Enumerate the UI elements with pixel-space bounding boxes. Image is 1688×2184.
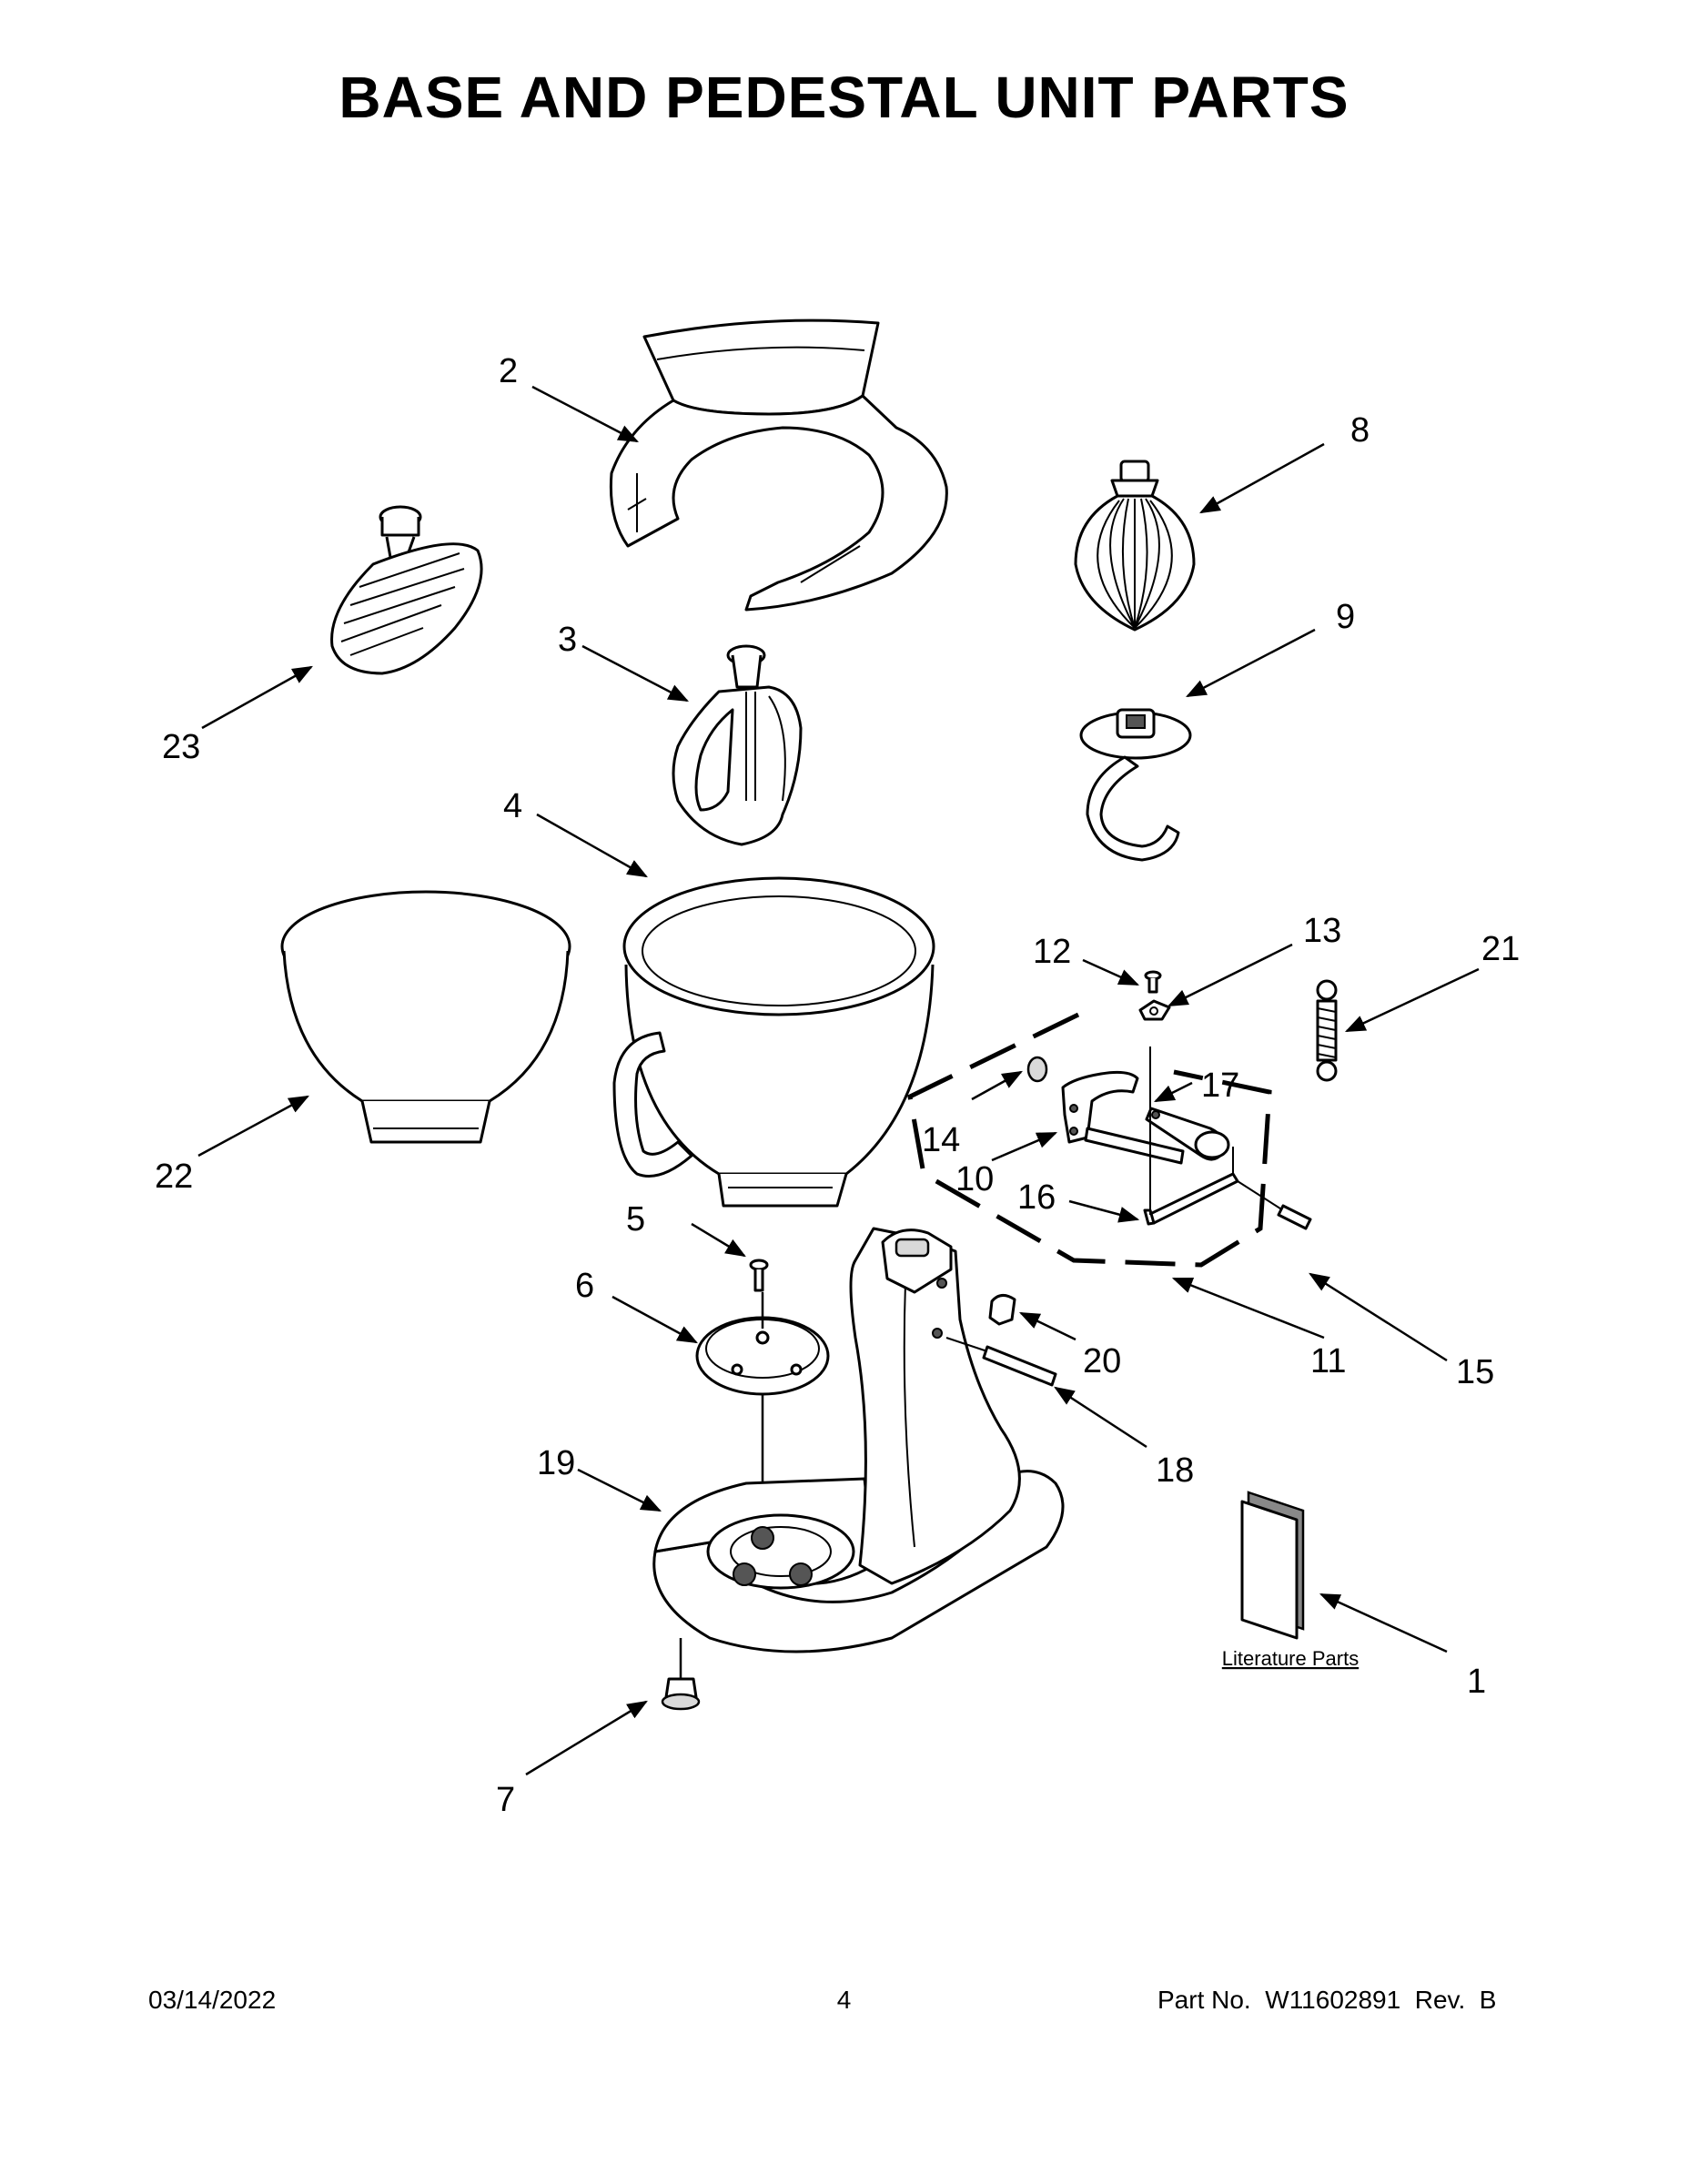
callout-21: 21 bbox=[1481, 930, 1520, 968]
clamp-plate-part bbox=[695, 1316, 830, 1396]
screw-part bbox=[749, 1259, 769, 1292]
callout-1: 1 bbox=[1467, 1663, 1486, 1701]
callout-19: 19 bbox=[537, 1444, 575, 1482]
clip-part bbox=[988, 1294, 1016, 1326]
callout-16: 16 bbox=[1017, 1178, 1056, 1217]
bowl-lift-assembly bbox=[1061, 1046, 1239, 1226]
callout-13: 13 bbox=[1303, 912, 1341, 950]
footer-page-number: 4 bbox=[836, 1986, 852, 2014]
rubber-foot-part bbox=[661, 1638, 701, 1711]
pin-part-15 bbox=[1237, 1180, 1312, 1230]
callout-15: 15 bbox=[1456, 1353, 1494, 1391]
callout-2: 2 bbox=[499, 352, 518, 390]
page-title: BASE AND PEDESTAL UNIT PARTS bbox=[339, 65, 1349, 130]
screw-part-12 bbox=[1144, 970, 1162, 994]
callout-18: 18 bbox=[1156, 1451, 1194, 1490]
callout-17: 17 bbox=[1201, 1067, 1239, 1105]
callout-14: 14 bbox=[922, 1121, 960, 1159]
callout-10: 10 bbox=[955, 1160, 994, 1198]
ceramic-bowl-part bbox=[280, 890, 571, 1144]
literature-booklet-part bbox=[1240, 1491, 1305, 1640]
washer-part-13 bbox=[1138, 999, 1171, 1021]
callout-8: 8 bbox=[1350, 411, 1370, 450]
mixing-bowl-part bbox=[612, 876, 935, 1208]
callout-7: 7 bbox=[496, 1781, 515, 1819]
callout-6: 6 bbox=[575, 1267, 594, 1305]
callout-23: 23 bbox=[162, 728, 200, 766]
wire-whip-part bbox=[1074, 460, 1196, 632]
callout-3: 3 bbox=[558, 621, 577, 659]
literature-parts-label: Literature Parts bbox=[1222, 1647, 1359, 1670]
callout-5: 5 bbox=[626, 1200, 645, 1239]
pedestal-base-part bbox=[652, 1227, 1065, 1653]
footer-part-number: Part No. W11602891 Rev. B bbox=[1157, 1986, 1497, 2014]
callout-22: 22 bbox=[155, 1158, 193, 1196]
pouring-shield-part bbox=[609, 318, 948, 612]
callout-4: 4 bbox=[503, 787, 522, 825]
flat-beater-part bbox=[672, 644, 803, 846]
callout-9: 9 bbox=[1336, 598, 1355, 636]
callout-20: 20 bbox=[1083, 1342, 1121, 1380]
spring-part-21 bbox=[1316, 979, 1338, 1082]
pastry-beater-part bbox=[330, 505, 483, 675]
hinge-pin-part bbox=[945, 1337, 1057, 1387]
dough-hook-part bbox=[1079, 708, 1192, 862]
assembly-outline bbox=[907, 1012, 1272, 1268]
callout-labels: 2 8 3 9 23 4 22 12 13 21 17 14 10 16 5 6… bbox=[155, 352, 1520, 1819]
washer-part-14 bbox=[1026, 1056, 1048, 1083]
callout-12: 12 bbox=[1033, 933, 1071, 971]
callout-11: 11 bbox=[1310, 1342, 1346, 1380]
footer-date: 03/14/2022 bbox=[148, 1986, 277, 2014]
leader-arrows bbox=[197, 385, 1480, 1776]
